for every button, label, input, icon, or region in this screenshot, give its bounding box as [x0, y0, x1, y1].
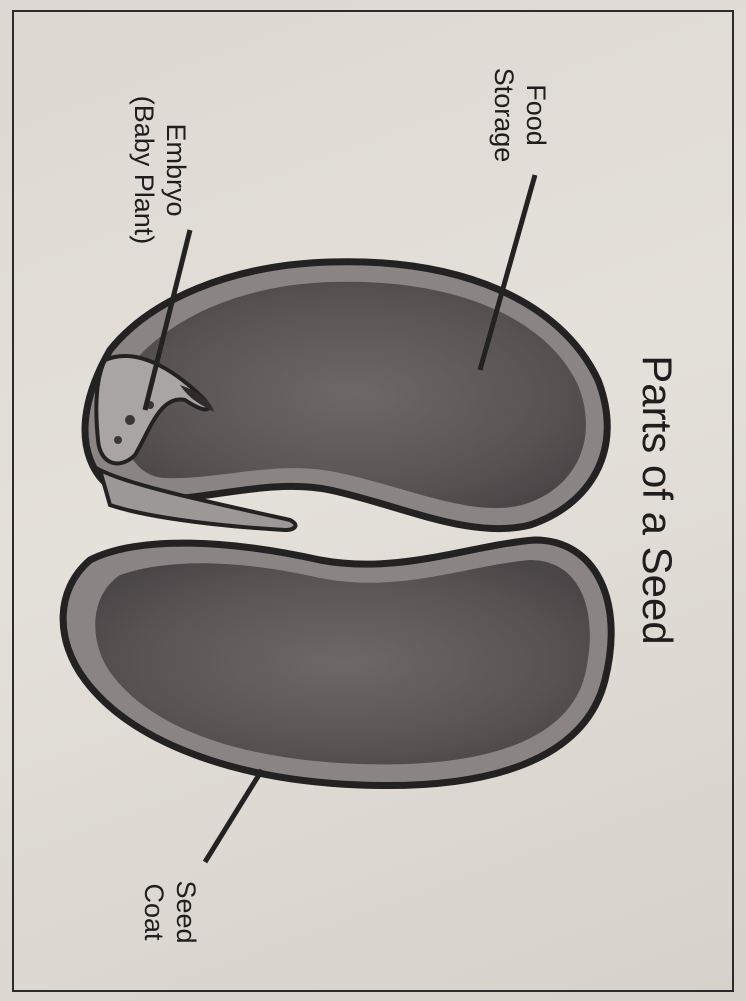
food-storage-label: Food Storage [488, 68, 552, 163]
food-storage-label-line1: Food [520, 68, 552, 163]
diagram-title: Parts of a Seed [636, 355, 678, 645]
seed-coat-label: Seed Coat [138, 880, 202, 943]
embryo-speck [125, 415, 135, 425]
embryo-speck [114, 436, 122, 444]
embryo-label-line2: (Baby Plant) [128, 96, 160, 245]
seed-coat-label-line1: Seed [170, 880, 202, 943]
embryo-label: Embryo (Baby Plant) [128, 96, 192, 245]
embryo-label-line1: Embryo [160, 96, 192, 245]
lower-cotyledon [63, 540, 611, 786]
seed-coat-leader-line [205, 770, 262, 862]
food-storage-label-line2: Storage [488, 68, 520, 163]
seed-coat-label-line2: Coat [138, 880, 170, 943]
